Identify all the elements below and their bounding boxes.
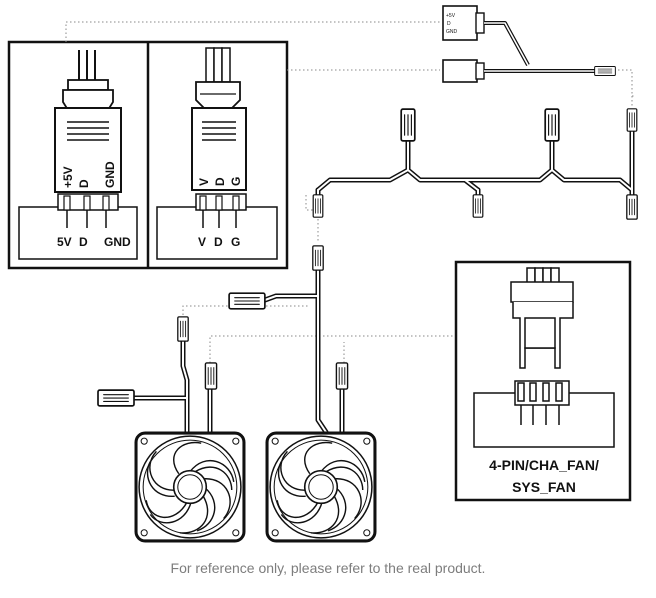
plug-pin-label: G (229, 177, 243, 186)
dotted-leaders (65, 21, 636, 363)
fan-icon (265, 431, 377, 543)
plug-pin-label: V (197, 178, 211, 186)
plug-pin-label: +5V (61, 166, 75, 188)
argb-plug-left (54, 50, 122, 193)
fan-header-label-line1: 4-PIN/CHA_FAN/ (489, 457, 599, 473)
fan-header-label-line2: SYS_FAN (512, 479, 576, 495)
header-pin-label: D (214, 235, 223, 249)
header-pin-label: D (79, 235, 88, 249)
argb-plug-right (191, 47, 247, 191)
fan-header-label: 4-PIN/CHA_FAN/ SYS_FAN (456, 454, 632, 498)
header-pin-label: 5V (57, 235, 72, 249)
splitter-pin-label: GND (446, 29, 458, 35)
argb-splitter-cable: +5V D GND (442, 5, 616, 83)
fan-header-panel (454, 260, 632, 502)
plug-pin-label: D (77, 179, 91, 188)
fan-icon (134, 431, 246, 543)
header-pin-label: V (198, 235, 206, 249)
argb-header-left (18, 193, 138, 260)
plug-pin-label: GND (103, 161, 117, 188)
argb-header-panel: +5V D GND 5V D GND (7, 40, 289, 270)
splitter-pin-label: D (447, 21, 451, 27)
plug-pin-label: D (213, 177, 227, 186)
splitter-pin-label: +5V (446, 13, 456, 19)
header-pin-label: GND (104, 235, 131, 249)
fan-splitter-cable (312, 108, 639, 220)
argb-header-right (156, 193, 278, 260)
header-pin-label: G (231, 235, 240, 249)
caption: For reference only, please refer to the … (170, 560, 486, 576)
fan-cables (97, 245, 349, 435)
